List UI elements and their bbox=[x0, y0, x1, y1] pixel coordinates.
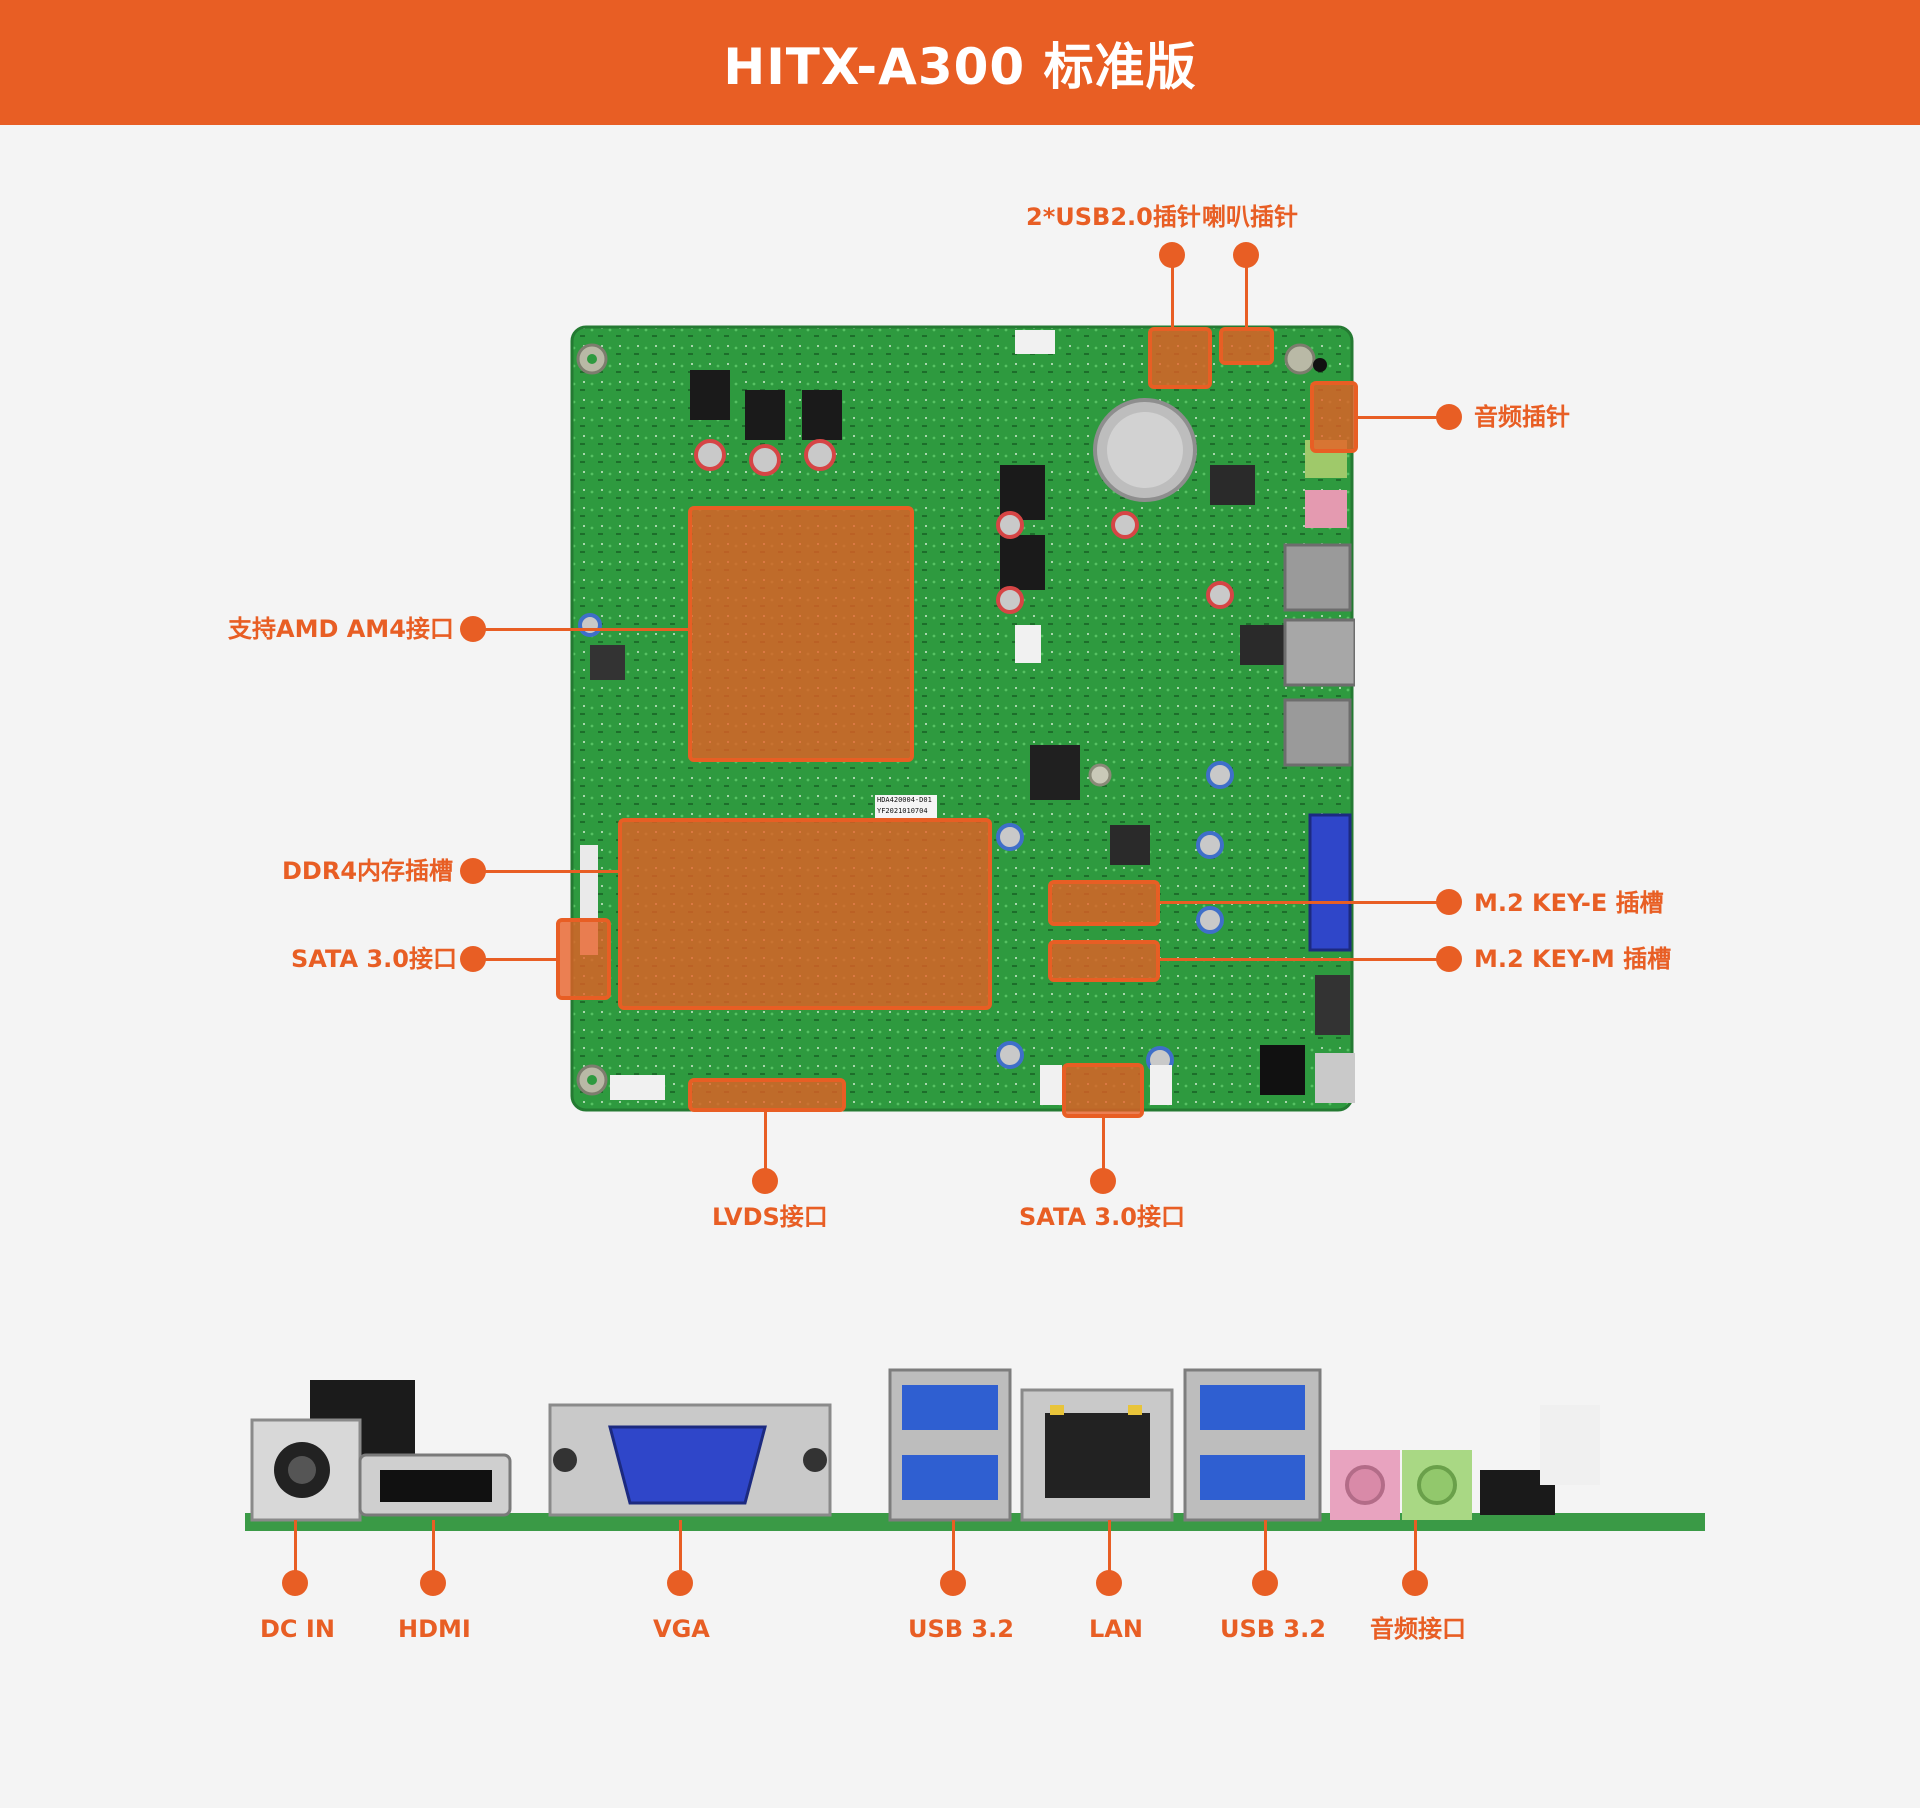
m2e-label: M.2 KEY-E 插槽 bbox=[1474, 889, 1664, 917]
usb2-label: USB 3.2 bbox=[1220, 1615, 1326, 1643]
hdmi-leader bbox=[432, 1520, 435, 1582]
usb20-label: 2*USB2.0插针 bbox=[1026, 203, 1201, 231]
hdmi-dot bbox=[420, 1570, 446, 1596]
m2m-slot-highlight bbox=[1048, 940, 1160, 982]
audio-pin-leader bbox=[1358, 416, 1448, 419]
usb20-leader bbox=[1171, 255, 1174, 327]
speaker-header-highlight bbox=[1219, 327, 1274, 365]
m2e-slot-highlight bbox=[1048, 880, 1160, 926]
am4-leader bbox=[472, 628, 688, 631]
lvds-connector-highlight bbox=[688, 1078, 846, 1112]
audio-leader bbox=[1414, 1520, 1417, 1582]
am4-socket-highlight bbox=[688, 506, 914, 762]
am4-dot bbox=[460, 616, 486, 642]
usb20-dot bbox=[1159, 242, 1185, 268]
audio-header-highlight bbox=[1310, 381, 1358, 453]
usb1-dot bbox=[940, 1570, 966, 1596]
board-date-label: YF2021010704 bbox=[877, 807, 928, 815]
hdmi-label: HDMI bbox=[398, 1615, 471, 1643]
usb1-label: USB 3.2 bbox=[908, 1615, 1014, 1643]
lvds-leader bbox=[764, 1112, 767, 1180]
am4-label: 支持AMD AM4接口 bbox=[228, 615, 454, 643]
m2e-leader bbox=[1160, 901, 1448, 904]
lan-dot bbox=[1096, 1570, 1122, 1596]
speaker-label: 喇叭插针 bbox=[1202, 203, 1298, 231]
vga-label: VGA bbox=[653, 1615, 710, 1643]
ddr4-leader bbox=[472, 870, 618, 873]
sata-bottom-dot bbox=[1090, 1168, 1116, 1194]
audio-dot bbox=[1402, 1570, 1428, 1596]
m2e-dot bbox=[1436, 889, 1462, 915]
sata-left-label: SATA 3.0接口 bbox=[291, 945, 457, 973]
m2m-label: M.2 KEY-M 插槽 bbox=[1474, 945, 1672, 973]
ddr4-dot bbox=[460, 858, 486, 884]
sata-left-dot bbox=[460, 946, 486, 972]
usb20-header-highlight bbox=[1148, 327, 1212, 389]
usb2-dot bbox=[1252, 1570, 1278, 1596]
sata-left-highlight bbox=[556, 918, 611, 1000]
page-title: HITX-A300 标准版 bbox=[723, 37, 1197, 96]
usb1-leader bbox=[952, 1520, 955, 1582]
rear-io-side-view bbox=[245, 1368, 1705, 1531]
ddr4-label: DDR4内存插槽 bbox=[282, 857, 454, 885]
page-header: HITX-A300 标准版 bbox=[0, 0, 1920, 125]
dcin-dot bbox=[282, 1570, 308, 1596]
lvds-dot bbox=[752, 1168, 778, 1194]
speaker-dot bbox=[1233, 242, 1259, 268]
m2m-dot bbox=[1436, 946, 1462, 972]
board-model-label: HDA420004-D01 bbox=[877, 796, 932, 804]
speaker-leader bbox=[1245, 255, 1248, 327]
vga-leader bbox=[679, 1520, 682, 1582]
vga-dot bbox=[667, 1570, 693, 1596]
lan-leader bbox=[1108, 1520, 1111, 1582]
lan-label: LAN bbox=[1089, 1615, 1143, 1643]
usb2-leader bbox=[1264, 1520, 1267, 1582]
sata-bottom-highlight bbox=[1062, 1063, 1144, 1118]
audio-pin-label: 音频插针 bbox=[1474, 403, 1570, 431]
lvds-label: LVDS接口 bbox=[712, 1203, 828, 1231]
audio-pin-dot bbox=[1436, 404, 1462, 430]
sata-bottom-leader bbox=[1102, 1118, 1105, 1180]
sata-left-leader bbox=[472, 958, 556, 961]
audio-label: 音频接口 bbox=[1370, 1615, 1466, 1643]
m2m-leader bbox=[1160, 958, 1448, 961]
dcin-leader bbox=[294, 1520, 297, 1582]
dcin-label: DC IN bbox=[260, 1615, 335, 1643]
ddr4-slot-highlight bbox=[618, 818, 992, 1010]
sata-bottom-label: SATA 3.0接口 bbox=[1019, 1203, 1185, 1231]
